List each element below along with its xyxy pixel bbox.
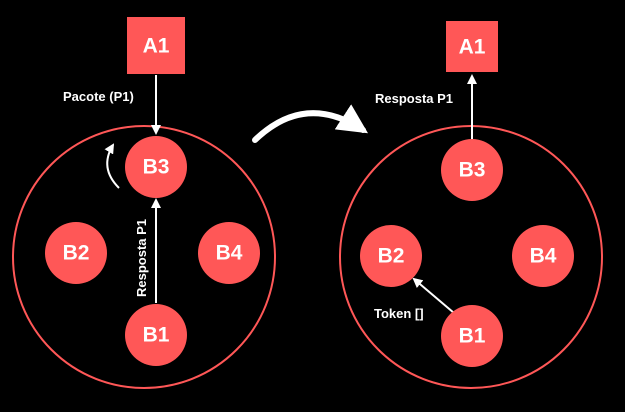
right-a1-label: A1 <box>459 36 486 59</box>
transition-arrow <box>252 104 369 143</box>
left-b1-node <box>125 304 187 366</box>
left-ring <box>12 125 276 389</box>
left-b2-node <box>45 222 107 284</box>
left-b3-node <box>125 136 187 198</box>
left-b3-label: B3 <box>143 156 170 179</box>
left-a1-node <box>127 17 185 74</box>
right-token-label: Token [] <box>374 306 424 321</box>
right-b2-label: B2 <box>378 245 405 268</box>
right-b2-node <box>360 225 422 287</box>
right-resposta-label: Resposta P1 <box>375 91 453 106</box>
right-b1-label: B1 <box>459 325 486 348</box>
right-a1-node <box>446 21 498 72</box>
left-b1-label: B1 <box>143 324 170 347</box>
left-b4-label: B4 <box>216 242 243 265</box>
left-pacote-label: Pacote (P1) <box>63 89 134 104</box>
right-b4-node <box>512 225 574 287</box>
left-curved-arrow <box>104 143 120 189</box>
right-b3-node <box>441 139 503 201</box>
right-b4-label: B4 <box>530 245 557 268</box>
right-panel: A1 Resposta P1 B3 B2 B4 Token [] B1 <box>339 21 603 389</box>
left-b4-node <box>198 222 260 284</box>
left-b2-label: B2 <box>63 242 90 265</box>
left-resposta-label: Resposta P1 <box>134 219 149 297</box>
right-b1-node <box>441 305 503 367</box>
left-a1-label: A1 <box>143 35 170 58</box>
left-panel: A1 Pacote (P1) B3 B2 B4 Resposta P1 B1 <box>12 17 276 389</box>
right-b3-label: B3 <box>459 159 486 182</box>
right-arrow-b1-to-b2 <box>412 277 455 314</box>
